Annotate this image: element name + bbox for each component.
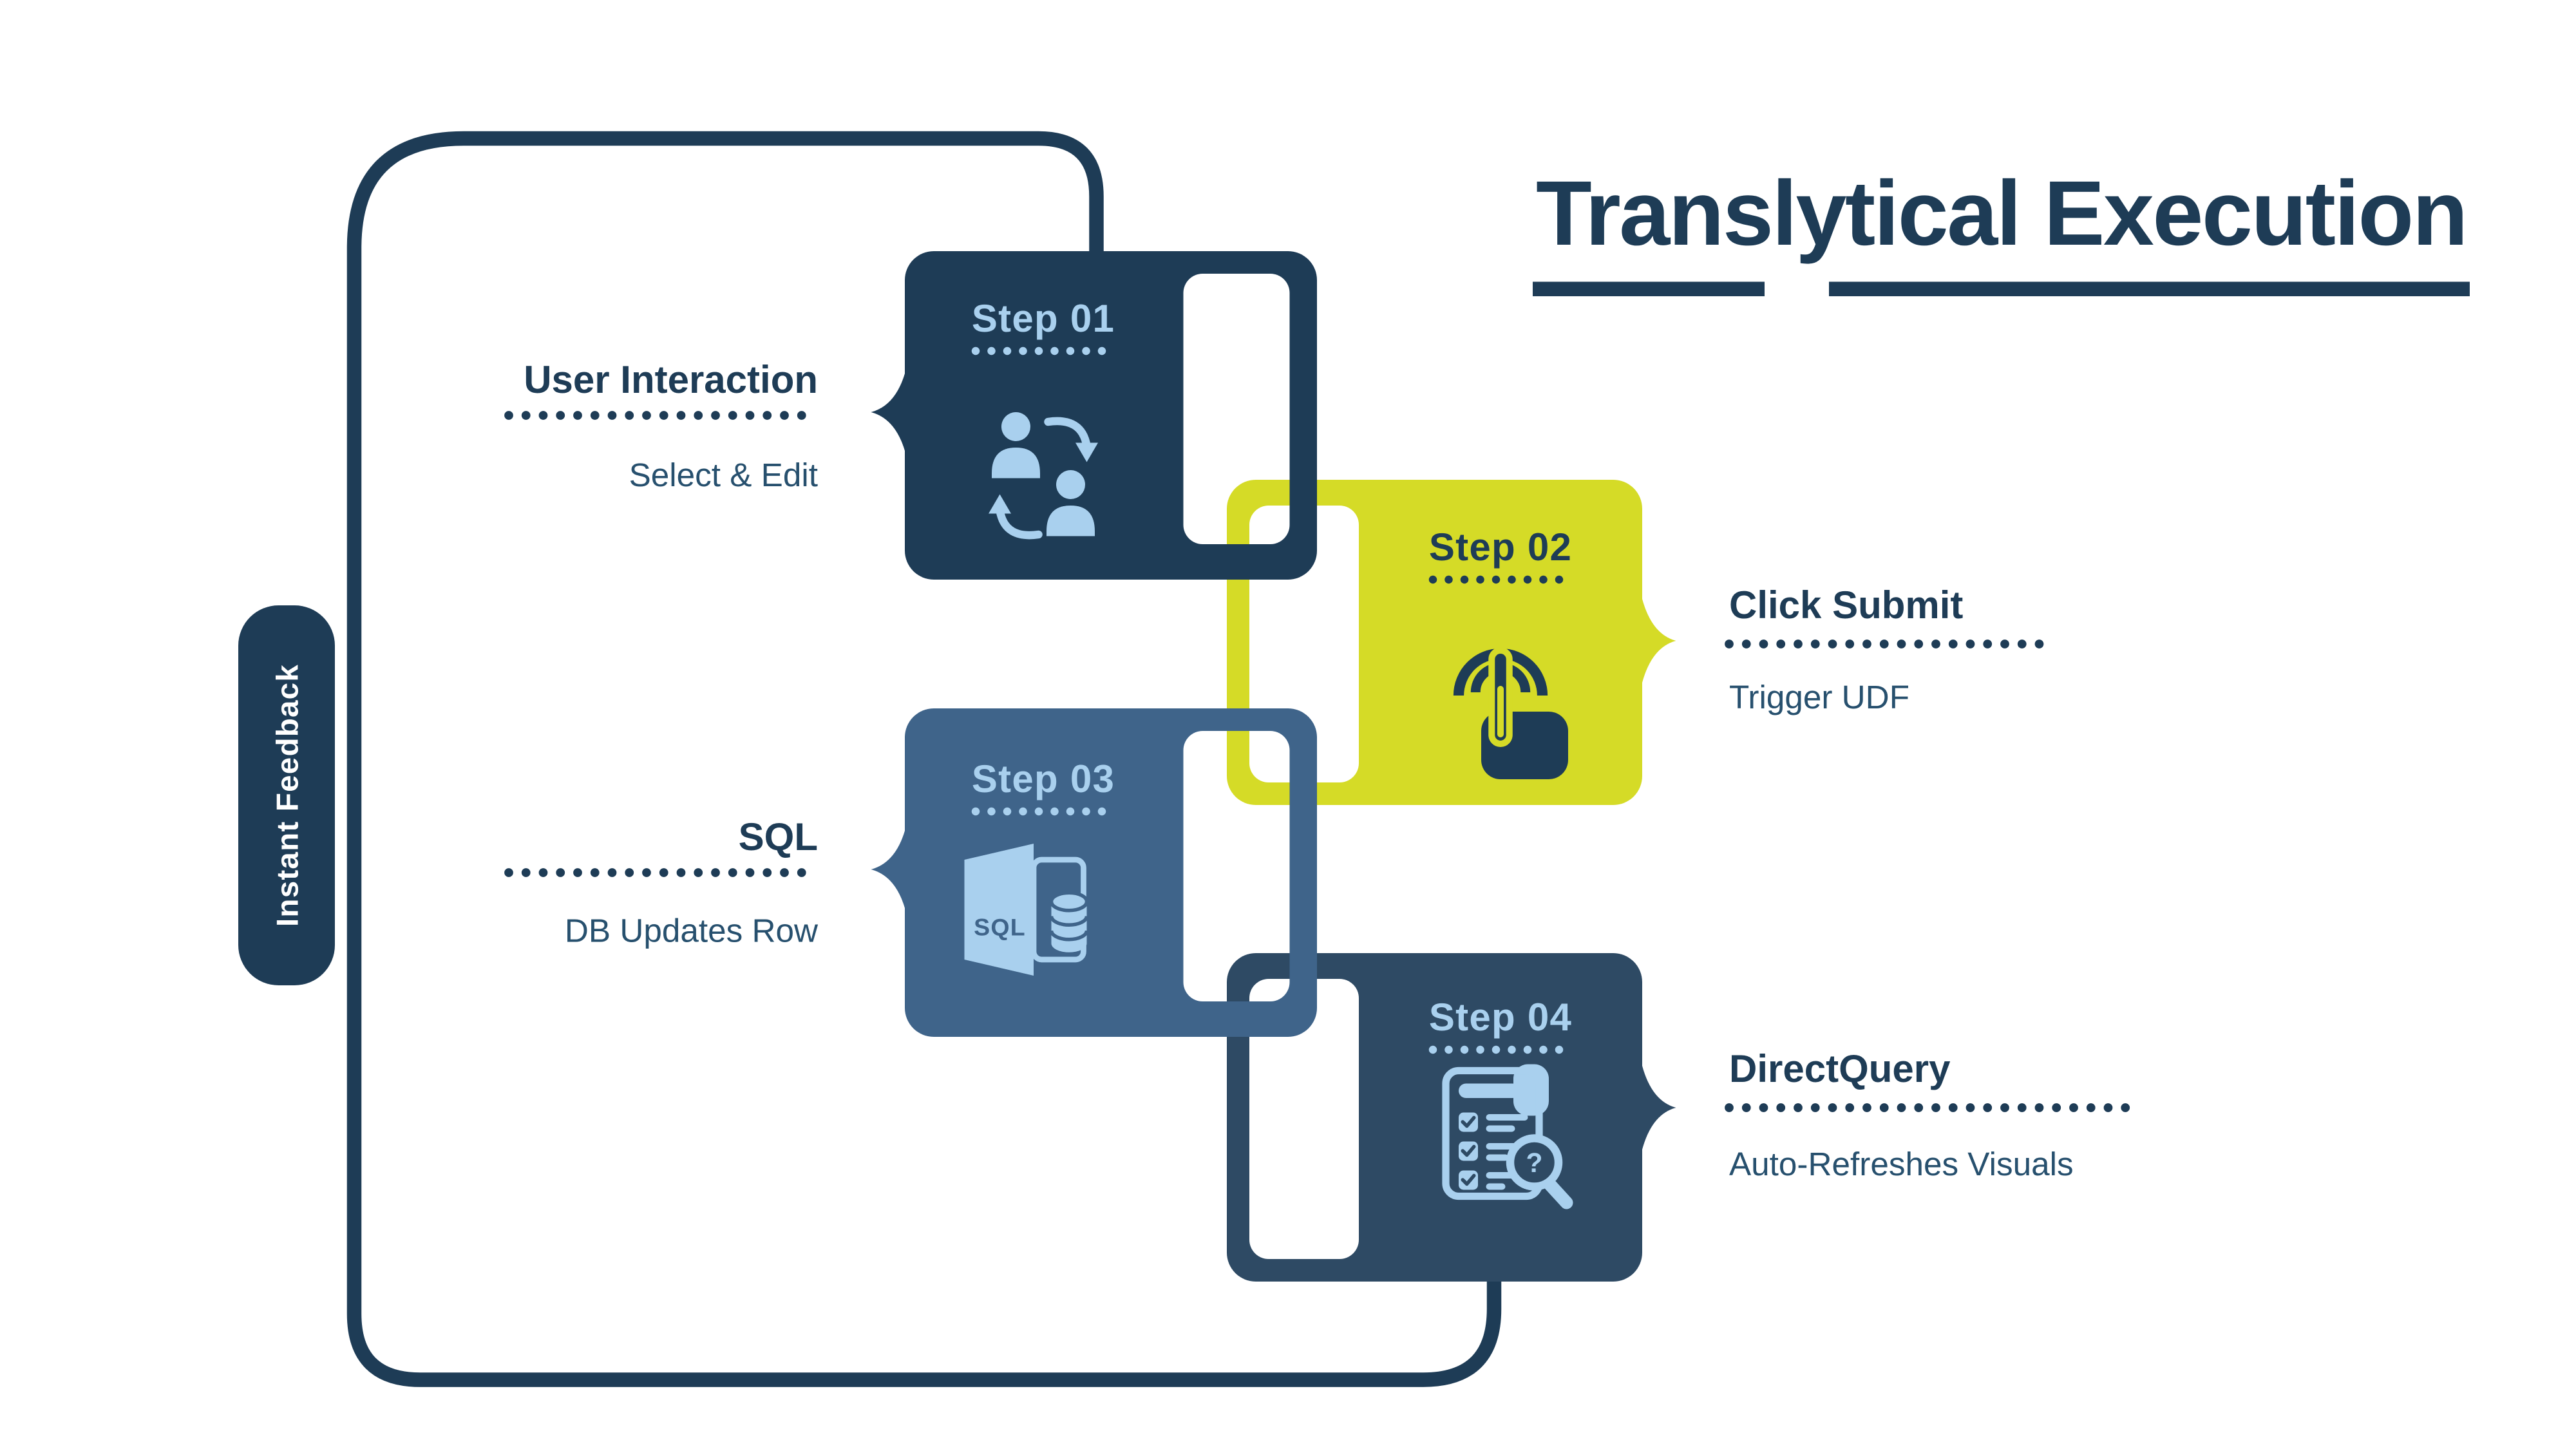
title-underline-short bbox=[1533, 281, 1765, 296]
step-2-annotation: Click Submit Trigger UDF bbox=[1725, 583, 2049, 715]
step-2-card: Step 02 bbox=[1227, 480, 1676, 805]
annotation-title: Click Submit bbox=[1729, 583, 1963, 627]
step-4-label: Step 04 bbox=[1429, 996, 1572, 1039]
tap-icon bbox=[1453, 647, 1568, 779]
step-2-label: Step 02 bbox=[1429, 526, 1572, 569]
user-exchange-icon bbox=[989, 412, 1098, 540]
annotation-title: User Interaction bbox=[524, 358, 818, 401]
report-search-icon: ? bbox=[1442, 1064, 1573, 1209]
feedback-loop-connector bbox=[346, 131, 1502, 1387]
step-3-label: Step 03 bbox=[972, 757, 1115, 800]
step-1-annotation: User Interaction Select & Edit bbox=[504, 358, 822, 493]
step-3-card: Step 03 SQL bbox=[871, 708, 1317, 1037]
instant-feedback-pill: Instant Feedback bbox=[238, 605, 335, 985]
step-4-annotation: DirectQuery Auto-Refreshes Visuals bbox=[1725, 1047, 2143, 1182]
annotation-subtitle: Select & Edit bbox=[629, 457, 818, 493]
step-4-card: Step 04 bbox=[1227, 953, 1676, 1282]
title-underline-long bbox=[1829, 281, 2470, 296]
svg-text:?: ? bbox=[1526, 1148, 1543, 1179]
svg-text:SQL: SQL bbox=[974, 914, 1026, 941]
annotation-subtitle: Trigger UDF bbox=[1729, 679, 1909, 715]
step-1-card-shape bbox=[871, 251, 1317, 580]
step-3-annotation: SQL DB Updates Row bbox=[504, 815, 822, 949]
annotation-subtitle: DB Updates Row bbox=[565, 913, 819, 949]
step-1-card: Step 01 bbox=[871, 251, 1317, 580]
instant-feedback-label: Instant Feedback bbox=[271, 664, 305, 927]
page-title: Translytical Execution bbox=[1536, 162, 2467, 265]
annotation-subtitle: Auto-Refreshes Visuals bbox=[1729, 1146, 2074, 1182]
sql-database-icon: SQL bbox=[964, 844, 1089, 976]
step-1-label: Step 01 bbox=[972, 297, 1115, 340]
annotation-title: DirectQuery bbox=[1729, 1047, 1951, 1090]
annotation-title: SQL bbox=[739, 815, 818, 858]
